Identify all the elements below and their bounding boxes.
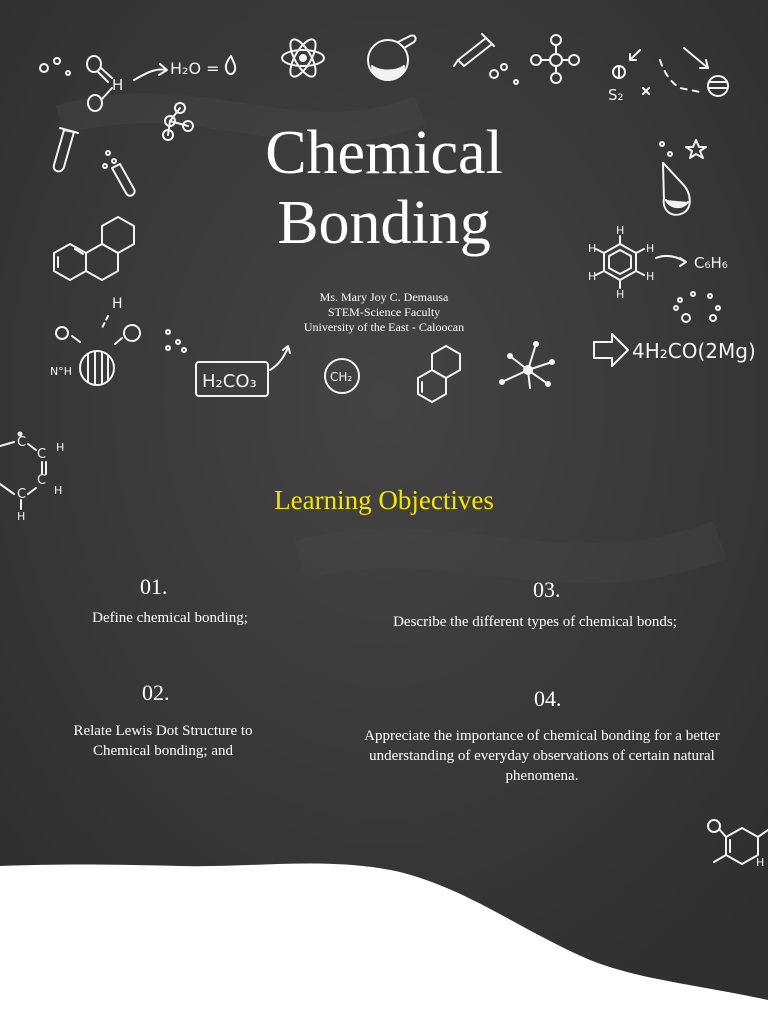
h-label: H [588, 270, 596, 283]
formula-arrow-doodle: 4H₂CO(2Mg) [593, 333, 756, 367]
bubbles-icon [673, 291, 721, 323]
objective-number-02: 02. [142, 680, 170, 705]
chalkboard-shape [0, 0, 768, 1000]
author-school: University of the East - Caloocan [303, 320, 465, 334]
h-label: H [646, 270, 654, 283]
round-flask-icon [367, 34, 417, 81]
bicyclic-ring-icon [417, 345, 461, 403]
reaction-arrows-doodle: S₂ [608, 47, 729, 104]
h-label: H [756, 856, 764, 869]
objectives-heading: Learning Objectives [274, 485, 494, 515]
objective-text-02: Relate Lewis Dot Structure to Chemical b… [73, 723, 253, 759]
water-formula-label: H₂O = [170, 59, 220, 78]
title-line-1: Chemical [265, 119, 503, 187]
test-tube-bubbles-icon [102, 150, 136, 197]
ch2-doodle: CH₂ [324, 358, 360, 394]
objective-number-03: 03. [533, 577, 561, 602]
formula-label: 4H₂CO(2Mg) [632, 339, 756, 363]
author-name: Ms. Mary Joy C. Demausa [319, 290, 449, 304]
objective-number-04: 04. [534, 686, 562, 711]
test-tube-icon [52, 127, 79, 173]
ch2-label: CH₂ [330, 370, 352, 384]
objective-text-03: Describe the different types of chemical… [393, 614, 677, 630]
c-label: C [37, 473, 46, 488]
author-department: STEM-Science Faculty [327, 305, 441, 319]
benzene-ring-corner-doodle: H [707, 819, 768, 869]
conical-flask-icon [659, 139, 707, 216]
carbonic-acid-doodle: H₂CO₃ [195, 345, 291, 397]
benzene-ring-partial-doodle: C C C C H H H [0, 431, 64, 523]
title-line-2: Bonding [277, 189, 491, 257]
h-label: H [616, 288, 624, 301]
c6h6-label: C₆H₆ [694, 254, 728, 272]
nh-label: N°H [50, 365, 72, 378]
water-equation-doodle: H H₂O = [86, 55, 237, 112]
objective-text-01: Define chemical bonding; [92, 610, 248, 626]
objective-number-01: 01. [140, 574, 168, 599]
h-atom-label: H [112, 296, 123, 312]
h-label: H [112, 76, 123, 94]
h-label: H [17, 510, 25, 523]
c-label: C [17, 487, 26, 502]
cross-molecule-icon [530, 34, 580, 84]
c-label: C [17, 435, 26, 450]
h2co3-label: H₂CO₃ [202, 371, 257, 392]
bubbles-icon [39, 57, 71, 76]
atom-icon [281, 38, 325, 78]
h-label: H [646, 242, 654, 255]
benzene-reaction-doodle: H H H H H H C₆H₆ [588, 224, 728, 301]
h-label: H [616, 224, 624, 237]
fused-rings-icon [53, 216, 135, 281]
objective-text-04: Appreciate the importance of chemical bo… [364, 728, 720, 784]
atom-diagram-doodle: H N°H [50, 296, 187, 386]
c-label: C [37, 447, 46, 462]
bubbles-icon [489, 63, 519, 85]
pipette-icon [453, 33, 495, 67]
h-label: H [56, 441, 64, 454]
h-label: H [54, 484, 62, 497]
star-molecule-icon [499, 341, 555, 389]
molecule-icon [162, 102, 194, 141]
h-label: H [588, 242, 596, 255]
s2-label: S₂ [608, 86, 624, 104]
